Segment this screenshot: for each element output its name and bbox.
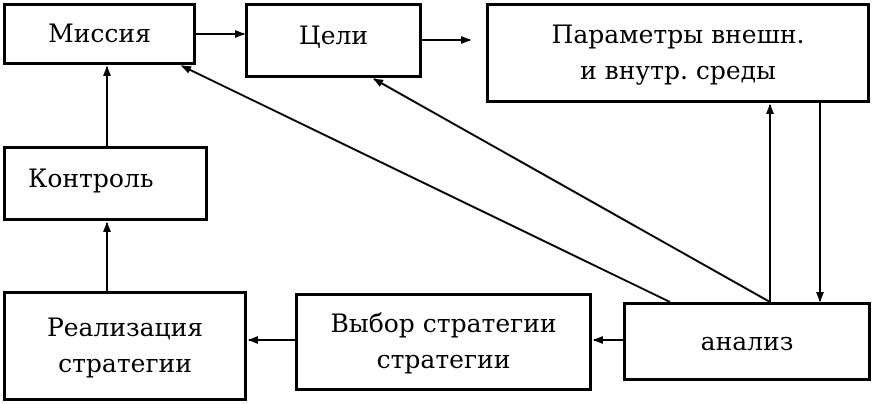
node-control: Контроль [3, 146, 208, 221]
node-strategy-choice-label-line1: Выбор стратегии [330, 309, 557, 338]
arrow-analysis-to-mission [181, 65, 671, 303]
node-control-label: Контроль [28, 164, 154, 193]
node-implementation-label-line2: стратегии [58, 349, 192, 378]
node-mission-label: Миссия [48, 19, 151, 48]
node-params: Параметры внешн. и внутр. среды [486, 3, 870, 103]
node-mission: Миссия [3, 3, 196, 65]
node-analysis-label: анализ [700, 326, 794, 356]
node-goals-label: Цели [298, 21, 369, 50]
arrow-analysis-to-goals [373, 78, 771, 303]
node-analysis: анализ [623, 302, 871, 381]
node-implementation: Реализация стратегии [3, 291, 247, 401]
node-strategy-choice-label-line2: стратегии [376, 345, 511, 374]
node-params-label-line2: и внутр. среды [580, 56, 776, 85]
node-goals: Цели [245, 3, 422, 78]
node-strategy-choice: Выбор стратегии стратегии [295, 293, 592, 391]
node-implementation-label-line1: Реализация [46, 313, 204, 342]
node-params-label-line1: Параметры внешн. [551, 20, 805, 49]
